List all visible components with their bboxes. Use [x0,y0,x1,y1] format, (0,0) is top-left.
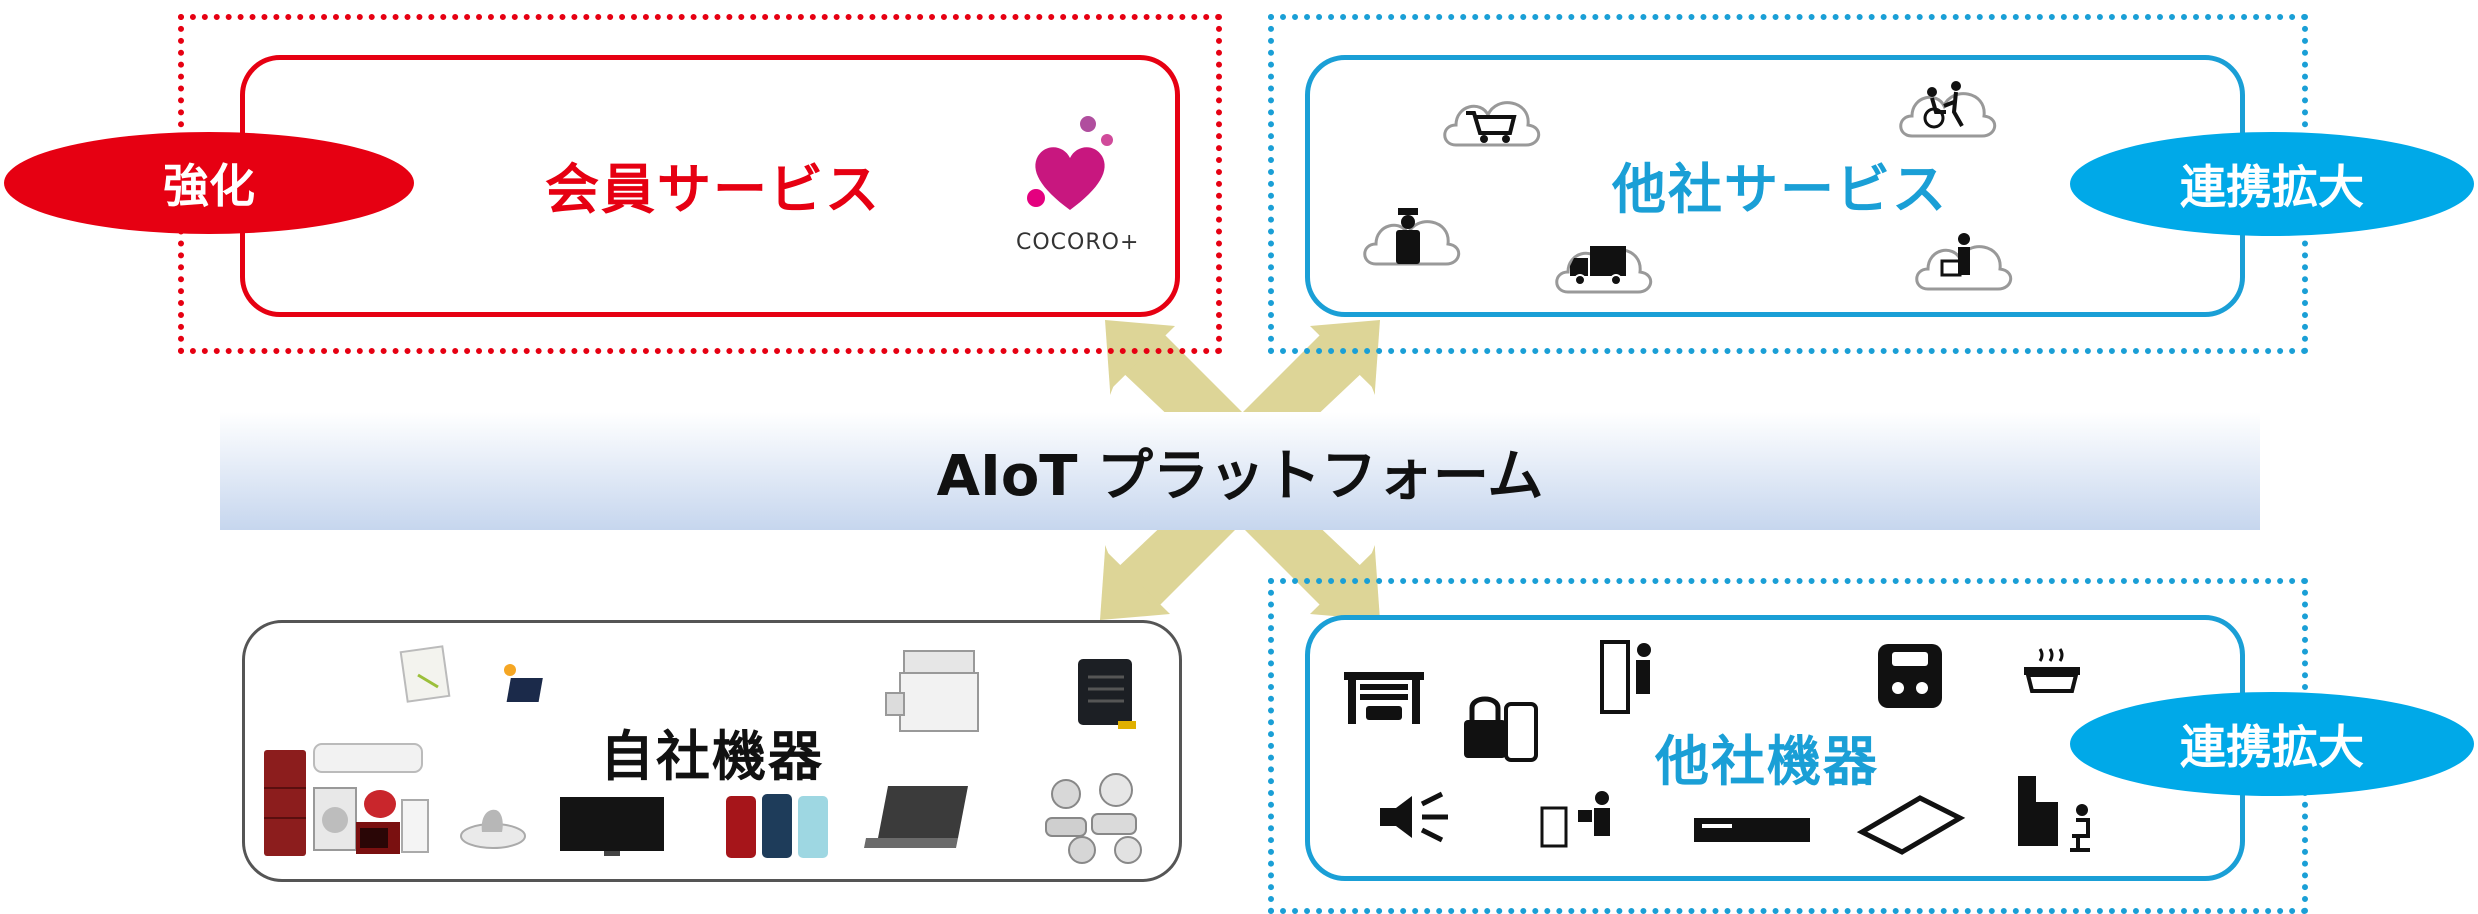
partner-devices-badge-label: 連携拡大 [2180,720,2364,774]
garage-icon [1344,672,1424,724]
member-services-title: 会員サービス [545,158,881,221]
ceiling-light-icon [1856,795,1966,855]
body-scale-icon [1878,644,1942,708]
cocoro-heart-logo [1027,116,1113,210]
aiot-platform-band: AIoT プラットフォーム [220,412,2260,530]
speaker-sound-icon [1380,791,1448,843]
memo-pad-icon [399,645,451,703]
solar-panel-icon [504,664,543,702]
cashier-cloud-icon [1915,233,2013,291]
desk-work-icon [2018,776,2090,852]
cocoro-logo-text: COCORO+ [1016,230,1140,255]
aiot-platform-label: AIoT プラットフォーム [936,443,1544,509]
television-icon [560,797,664,856]
microwave-oven-icon [356,822,400,854]
package-delivery-icon [1540,791,1610,848]
partner-devices-title: 他社機器 [1655,730,1879,793]
member-services-badge-label: 強化 [163,159,255,213]
member-services-badge: 強化 [4,132,414,234]
washing-machine-icon [313,787,357,851]
network-storage-icon [1078,659,1136,729]
electric-kettle-icon [364,790,396,818]
own-devices-title: 自社機器 [600,725,824,788]
wheelchair-care-cloud-icon [1899,81,1997,138]
delivery-truck-cloud-icon [1555,246,1653,294]
partner-devices-badge: 連携拡大 [2070,692,2474,796]
smartphones-icon [726,794,828,858]
refrigerator-icon [264,750,306,856]
partner-services-title: 他社サービス [1612,158,1948,221]
door-entry-icon [1600,640,1651,714]
security-cameras-icon [1045,773,1142,864]
bathtub-icon [2024,648,2080,693]
air-purifier-icon [401,799,429,853]
recorder-device-icon [1694,818,1810,842]
pet-care-device-icon [460,809,526,849]
shopping-cart-cloud-icon [1443,101,1541,147]
tablet-pc-icon [864,786,968,848]
partner-services-badge: 連携拡大 [2070,132,2474,236]
air-conditioner-icon [313,743,423,773]
multifunction-printer-icon [885,650,979,732]
partner-services-badge-label: 連携拡大 [2180,160,2364,214]
smart-lock-icon [1464,696,1538,762]
police-officer-cloud-icon [1363,208,1461,266]
